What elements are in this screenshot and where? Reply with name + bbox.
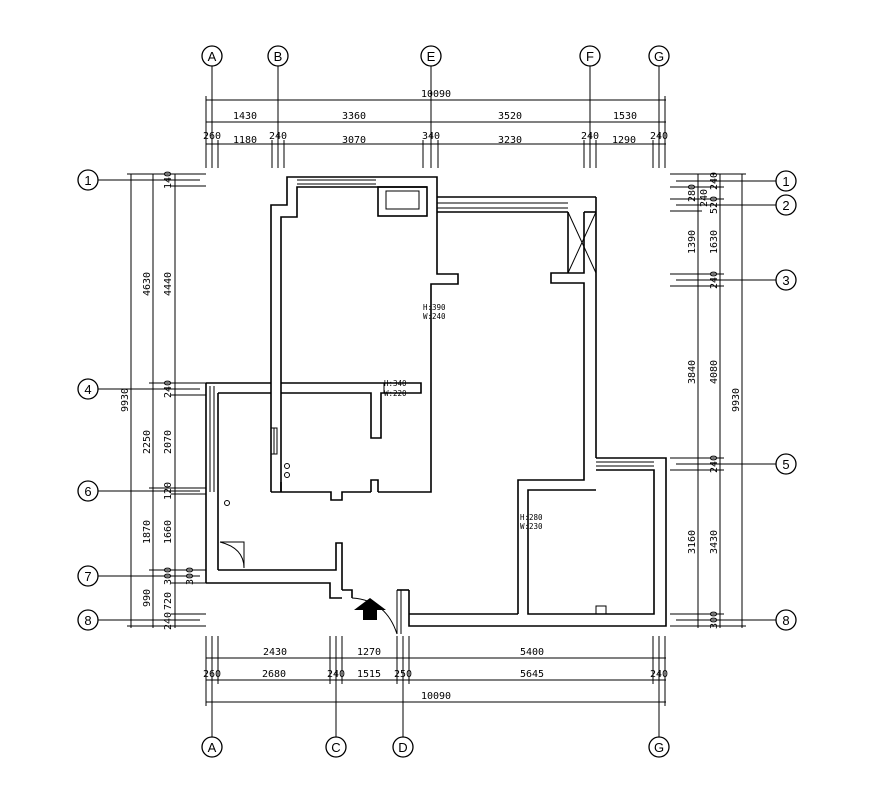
grid-label-left-1: 1 [84, 173, 91, 188]
grid-label-left-7: 7 [84, 569, 91, 584]
dim-bottom-r2-6: 240 [650, 669, 668, 680]
dim-bottom-r2-5: 5645 [520, 669, 544, 680]
note-2-height: H:340 [384, 379, 407, 388]
dim-left-c2-4: 120 [163, 482, 174, 500]
dim-top-r2-1: 1180 [233, 135, 257, 146]
bottom-dimensions: 2430 1270 5400 260 2680 240 1515 250 564… [203, 636, 668, 706]
dim-right-c2-3: 1630 [709, 230, 720, 254]
note-3-height: H:280 [520, 513, 543, 522]
dim-right-c1-0: 280 [687, 184, 698, 202]
dim-bottom-r1-0: 2430 [263, 647, 287, 658]
dim-left-c2-1: 4440 [163, 272, 174, 296]
dim-left-c2-2: 240 [163, 380, 174, 398]
dim-left-c1-3: 990 [142, 589, 153, 607]
dim-right-overall: 9930 [731, 388, 742, 412]
dim-left-c2-0: 140 [163, 171, 174, 189]
grid-label-left-6: 6 [84, 484, 91, 499]
dim-bottom-r2-3: 1515 [357, 669, 381, 680]
dim-bottom-r1-2: 5400 [520, 647, 544, 658]
grid-label-right-8: 8 [782, 613, 789, 628]
dim-top-r1-3: 1530 [613, 111, 637, 122]
dim-right-c1-3: 3160 [687, 530, 698, 554]
grid-label-bottom-c: C [331, 740, 340, 755]
grid-label-top-g: G [654, 49, 664, 64]
dim-bottom-r2-2: 240 [327, 669, 345, 680]
opening-notes: H:390 W:240 H:340 W:220 H:280 W:230 [384, 303, 543, 531]
dim-left-c2-3: 2070 [163, 430, 174, 454]
grid-label-bottom-g: G [654, 740, 664, 755]
note-1-height: H:390 [423, 303, 446, 312]
dim-left-c1-2: 1870 [142, 520, 153, 544]
dim-top-overall: 10090 [421, 89, 451, 100]
grid-label-right-2: 2 [782, 198, 789, 213]
grid-label-right-5: 5 [782, 457, 789, 472]
dim-left-c1-0: 4630 [142, 272, 153, 296]
note-2-width: W:220 [384, 389, 407, 398]
dim-right-c2-4: 240 [709, 271, 720, 289]
grid-label-top-a: A [208, 49, 217, 64]
grid-label-bottom-a: A [208, 740, 217, 755]
dim-top-r2-3: 3070 [342, 135, 366, 146]
dim-left-c2-6: 300 [163, 567, 174, 585]
dim-bottom-r2-1: 2680 [262, 669, 286, 680]
dim-top-r2-4: 340 [422, 131, 440, 142]
dim-top-r2-5: 3230 [498, 135, 522, 146]
dim-top-r2-7: 1290 [612, 135, 636, 146]
dim-right-c2-1: 240 [699, 189, 710, 207]
grid-bubbles-left: 1 4 6 7 8 [77, 169, 200, 631]
dim-right-c2-0: 240 [709, 172, 720, 190]
dim-left-c2-8: 720 [163, 592, 174, 610]
dim-bottom-r2-4: 250 [394, 669, 412, 680]
grid-bubbles-top: A B E F G [201, 45, 670, 168]
dim-right-c2-8: 300 [709, 611, 720, 629]
dim-left-c2-5: 1660 [163, 520, 174, 544]
floor-plan-walls [205, 176, 667, 635]
dim-top-r2-0: 260 [203, 131, 221, 142]
grid-label-top-e: E [427, 49, 436, 64]
right-dimensions: 280 1390 3840 3160 240 240 520 1630 240 … [670, 172, 746, 629]
dim-right-c2-5: 4080 [709, 360, 720, 384]
dim-left-c1-1: 2250 [142, 430, 153, 454]
dim-left-overall: 9930 [120, 388, 131, 412]
dim-top-r2-8: 240 [650, 131, 668, 142]
dim-top-r1-1: 3360 [342, 111, 366, 122]
dim-left-c2-7: 300 [185, 567, 196, 585]
dim-top-r1-2: 3520 [498, 111, 522, 122]
grid-label-right-1: 1 [782, 174, 789, 189]
grid-label-top-f: F [586, 49, 594, 64]
grid-bubbles-bottom: A C D G [201, 636, 670, 758]
dim-top-r2-6: 240 [581, 131, 599, 142]
dim-right-c2-7: 3430 [709, 530, 720, 554]
dim-right-c1-1: 1390 [687, 230, 698, 254]
dim-bottom-overall: 10090 [421, 691, 451, 702]
top-dimensions: 10090 1430 3360 3520 1530 260 1180 240 3… [203, 89, 668, 168]
note-1-width: W:240 [423, 312, 446, 321]
dim-top-r2-2: 240 [269, 131, 287, 142]
dim-right-c2-6: 240 [709, 455, 720, 473]
grid-label-left-4: 4 [84, 382, 91, 397]
grid-label-bottom-d: D [398, 740, 407, 755]
grid-label-right-3: 3 [782, 273, 789, 288]
dim-top-r1-0: 1430 [233, 111, 257, 122]
dim-left-c2-9: 240 [163, 612, 174, 630]
left-dimensions: 9930 4630 2250 1870 990 140 4440 240 207… [120, 171, 206, 630]
grid-bubbles-right: 1 2 3 5 8 [676, 170, 797, 631]
grid-label-top-b: B [274, 49, 283, 64]
dim-bottom-r2-0: 260 [203, 669, 221, 680]
dim-bottom-r1-1: 1270 [357, 647, 381, 658]
grid-label-left-8: 8 [84, 613, 91, 628]
note-3-width: W:230 [520, 522, 543, 531]
dim-right-c1-2: 3840 [687, 360, 698, 384]
dim-right-c2-2: 520 [709, 196, 720, 214]
